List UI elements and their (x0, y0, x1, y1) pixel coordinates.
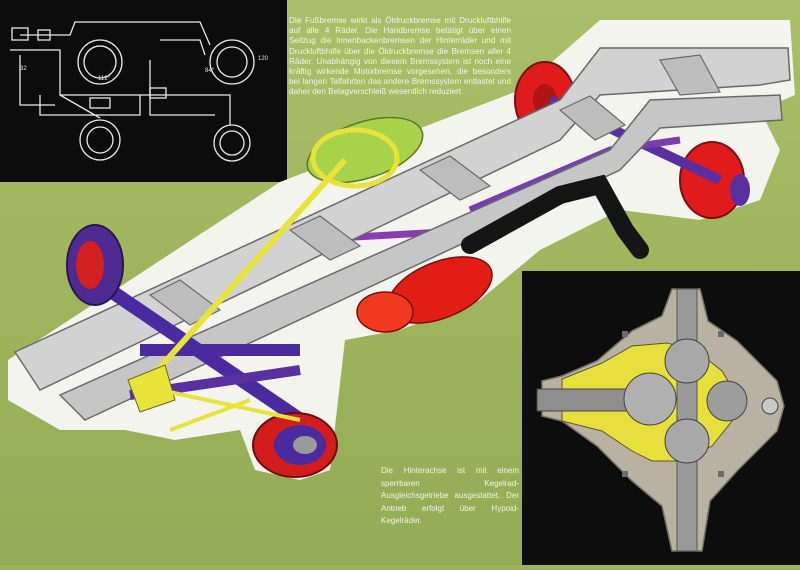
schematic-label-d: 120 (258, 56, 269, 62)
rear-axle-caption: Die Hinterachse ist mit einem sperrbaren… (381, 466, 519, 525)
differential-cutaway-illustration (536, 288, 785, 552)
schematic-label-a: 112° (98, 76, 111, 82)
differential-cutaway-panel (522, 271, 800, 565)
schematic-label-b: 84° (205, 68, 215, 74)
schematic-label-c: 32 (20, 66, 27, 72)
brake-circuit-diagram: 112° 84° 32 120 (10, 21, 269, 162)
brake-system-caption: Die Fußbremse wirkt als Öldruckbremse mi… (289, 16, 511, 97)
brake-schematic-panel: 112° 84° 32 120 (0, 0, 287, 182)
